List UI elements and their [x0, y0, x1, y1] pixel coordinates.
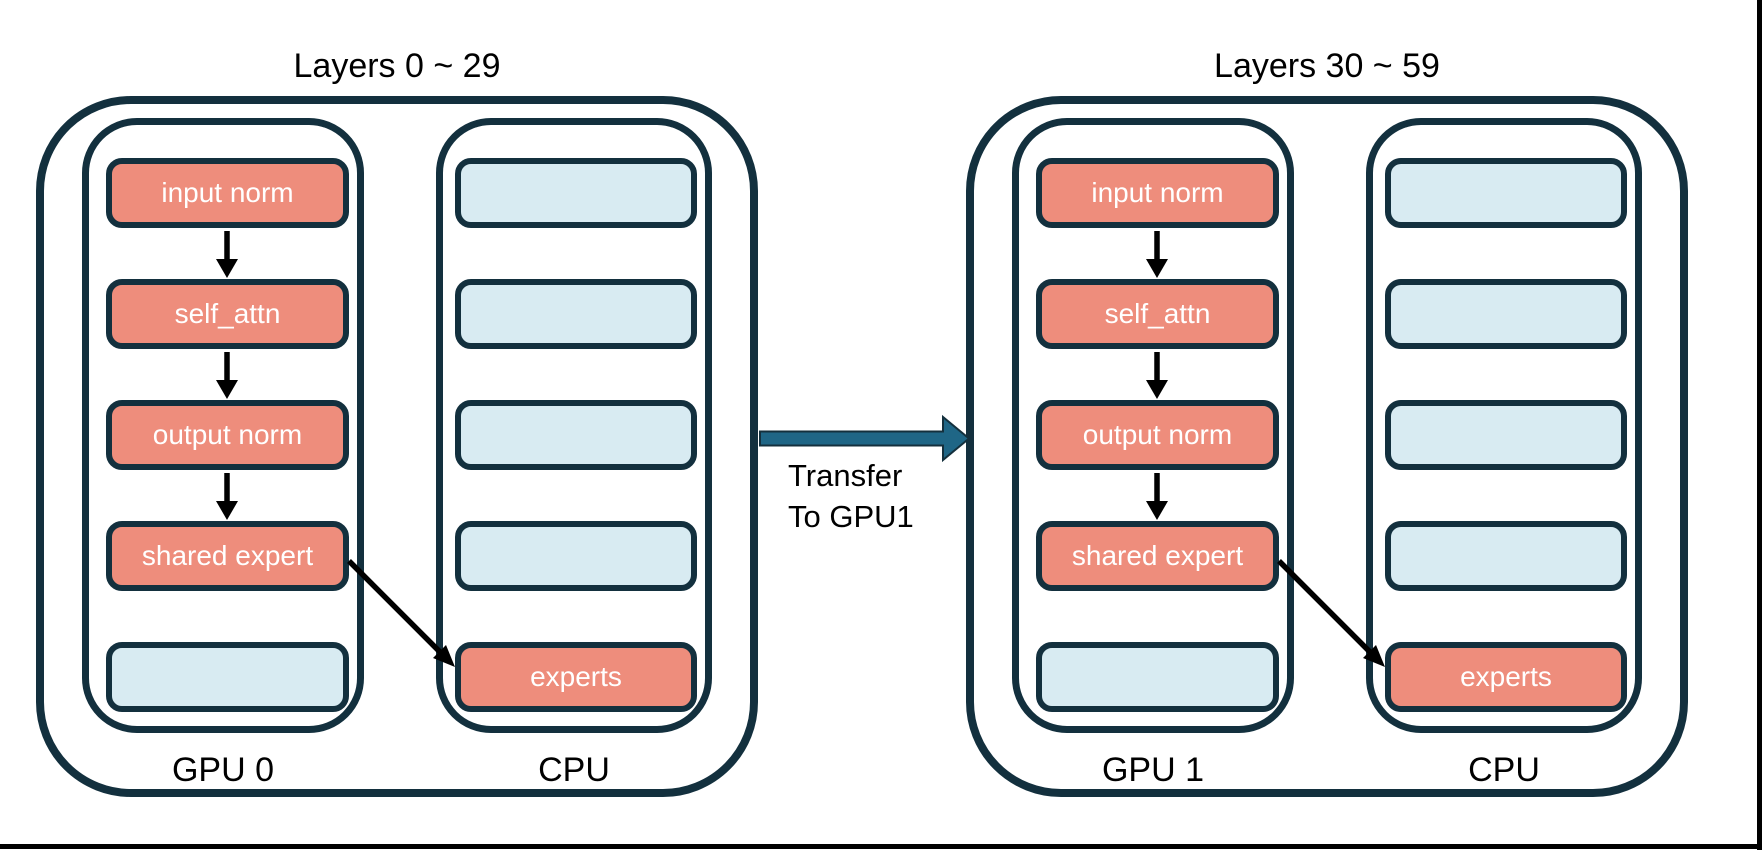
- transfer-arrow-label: Transfer To GPU1: [788, 455, 914, 537]
- gpu1-label: GPU 1: [1101, 751, 1205, 789]
- module-box-shared-expert: shared expert: [1036, 521, 1279, 591]
- module-label: self_attn: [1104, 298, 1211, 329]
- memory-slot-empty: [455, 521, 697, 591]
- module-box-output-norm: output norm: [106, 400, 349, 470]
- module-box-self-attn: self_attn: [106, 279, 349, 349]
- memory-slot-empty: [106, 642, 349, 712]
- cpu-label-left: CPU: [538, 751, 610, 789]
- memory-slot-empty: [1385, 279, 1627, 349]
- module-label: shared expert: [141, 540, 314, 571]
- memory-slot-empty: [455, 158, 697, 228]
- module-label: experts: [530, 661, 622, 692]
- module-label: input norm: [161, 177, 294, 208]
- group-title-layers-30-59: Layers 30 ~ 59: [1214, 47, 1440, 85]
- gpu0-label: GPU 0: [171, 751, 275, 789]
- transfer-label-line2: To GPU1: [788, 499, 914, 534]
- memory-slot-empty: [1385, 521, 1627, 591]
- module-label: experts: [1460, 661, 1552, 692]
- memory-slot-empty: [1036, 642, 1279, 712]
- memory-slot-empty: [455, 279, 697, 349]
- module-box-output-norm: output norm: [1036, 400, 1279, 470]
- page-right-rule: [1757, 0, 1762, 850]
- module-box-self-attn: self_attn: [1036, 279, 1279, 349]
- group-title-layers-0-29: Layers 0 ~ 29: [293, 47, 501, 85]
- memory-slot-empty: [1385, 158, 1627, 228]
- module-label: output norm: [152, 419, 303, 450]
- page-bottom-rule: [0, 844, 1762, 849]
- cpu-label-right: CPU: [1468, 751, 1540, 789]
- module-label: output norm: [1082, 419, 1233, 450]
- module-box-experts: experts: [455, 642, 697, 712]
- module-label: self_attn: [174, 298, 281, 329]
- module-label: input norm: [1091, 177, 1224, 208]
- memory-slot-empty: [455, 400, 697, 470]
- memory-slot-empty: [1385, 400, 1627, 470]
- module-box-input-norm: input norm: [106, 158, 349, 228]
- transfer-label-line1: Transfer: [788, 458, 903, 493]
- module-label: shared expert: [1071, 540, 1244, 571]
- transfer-arrow: [759, 414, 971, 463]
- module-box-shared-expert: shared expert: [106, 521, 349, 591]
- module-box-experts: experts: [1385, 642, 1627, 712]
- module-box-input-norm: input norm: [1036, 158, 1279, 228]
